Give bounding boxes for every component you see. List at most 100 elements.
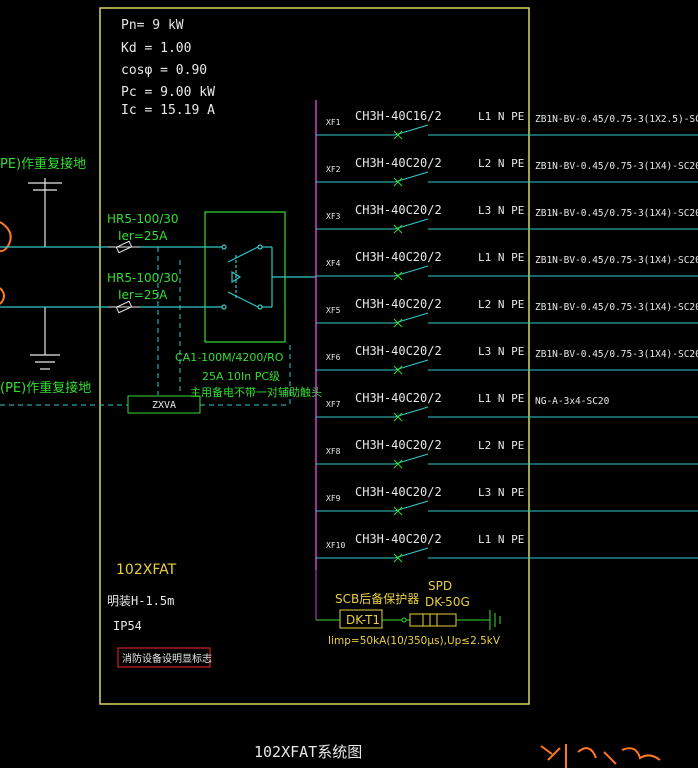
sign-text: 消防设备设明显标志 (122, 652, 212, 665)
circuit-cable: ZB1N-BV-0.45/0.75-3(1X4)-SC20 (535, 349, 698, 360)
circuit-cable: NG-A-3x4-SC20 (535, 396, 610, 407)
sign-box (117, 647, 211, 668)
circuit-cable: ZB1N-BV-0.45/0.75-3(1X4)-SC20 (535, 208, 698, 219)
circuit-row: XF7 CH3H-40C20/2 L1 N PE NG-A-3x4-SC20 (316, 391, 698, 422)
circuit-breaker: CH3H-40C20/2 (355, 203, 442, 217)
breaker-mark (393, 553, 403, 563)
circuit-id: XF3 (326, 212, 341, 221)
circuit-breaker: CH3H-40C20/2 (355, 391, 442, 405)
circuit-id: XF4 (326, 259, 341, 268)
breaker-mark (393, 459, 403, 469)
breaker-mark (393, 177, 403, 187)
param-pc: Pc = 9.00 kW (121, 85, 215, 100)
circuit-switch-blade (394, 312, 429, 324)
fuse-icon (108, 240, 140, 254)
breaker-mark (393, 412, 403, 422)
circuit-breaker: CH3H-40C20/2 (355, 532, 442, 546)
breaker-mark (393, 130, 403, 140)
panel-ip: IP54 (113, 619, 142, 633)
circuit-id: XF7 (326, 400, 341, 409)
ats-switch-icon (205, 244, 316, 310)
circuit-phase: L3 N PE (478, 204, 524, 217)
circuit-id: XF5 (326, 306, 341, 315)
circuit-id: XF1 (326, 118, 341, 127)
circuit-breaker: CH3H-40C20/2 (355, 297, 442, 311)
circuit-id: XF6 (326, 353, 341, 362)
breaker-mark (393, 224, 403, 234)
circuit-switch-blade (394, 453, 429, 465)
param-kd: Kd = 1.00 (121, 41, 191, 56)
fuse-icon (108, 300, 140, 314)
spd-wiring (315, 570, 501, 630)
circuit-phase: L2 N PE (478, 439, 524, 452)
spd-label: SPD (428, 579, 452, 593)
ats-rating: 25A 10In PC级 (202, 370, 280, 383)
param-cosphi: cosφ = 0.90 (121, 63, 207, 78)
breaker2-rating: Ier=25A (118, 288, 168, 302)
circuit-switch-blade (394, 547, 429, 559)
circuit-id: XF8 (326, 447, 341, 456)
circuit-row: XF8 CH3H-40C20/2 L2 N PE (316, 438, 698, 469)
pe-ground-top: PE)作重复接地 (0, 156, 86, 172)
annotation-mark-bottom (0, 287, 5, 305)
scb-box-label: DK-T1 (346, 613, 380, 627)
circuit-phase: L2 N PE (478, 157, 524, 170)
circuit-row: XF10 CH3H-40C20/2 L1 N PE (316, 532, 698, 563)
incoming-lines (0, 246, 205, 308)
panel-name: 102XFAT (116, 562, 177, 578)
ground-symbol-bottom (30, 307, 60, 370)
control-dashed-lines (0, 247, 291, 406)
circuit-phase: L3 N PE (478, 486, 524, 499)
circuit-row: XF6 CH3H-40C20/2 L3 N PE ZB1N-BV-0.45/0.75-… (316, 344, 698, 375)
diagram-caption: 102XFAT系统图 (254, 743, 362, 761)
circuit-breaker: CH3H-40C20/2 (355, 485, 442, 499)
circuit-phase: L1 N PE (478, 392, 524, 405)
circuit-row: XF9 CH3H-40C20/2 L3 N PE (316, 485, 698, 516)
circuit-cable: ZB1N-BV-0.45/0.75-3(1X4)-SC20 (535, 302, 698, 313)
circuit-switch-blade (394, 171, 429, 183)
spd-spec: Iimp=50kA(10/350μs),Up≤2.5kV (328, 635, 501, 647)
circuit-cable: ZB1N-BV-0.45/0.75-3(1X4)-SC20 (535, 255, 698, 266)
circuit-switch-blade (394, 218, 429, 230)
spd-model: DK-50G (425, 595, 470, 609)
breaker-mark (393, 506, 403, 516)
circuit-id: XF9 (326, 494, 341, 503)
breaker2-model: HR5-100/30 (107, 271, 179, 285)
annotation-mark-top (0, 221, 12, 253)
zxva-box (127, 395, 201, 414)
breaker-mark (393, 271, 403, 281)
panel-mount: 明装H-1.5m (107, 594, 174, 608)
zxva-label: ZXVA (152, 400, 176, 411)
circuit-phase: L1 N PE (478, 110, 524, 123)
scb-label: SCB后备保护器 (335, 592, 419, 606)
circuit-cable: ZB1N-BV-0.45/0.75-3(1X4)-SC20 (535, 161, 698, 172)
param-ic: Ic = 15.19 A (121, 103, 215, 118)
circuit-phase: L3 N PE (478, 345, 524, 358)
circuit-switch-blade (394, 124, 429, 136)
circuit-switch-blade (394, 500, 429, 512)
panel-frame (99, 7, 530, 705)
circuit-breaker: CH3H-40C20/2 (355, 344, 442, 358)
circuit-id: XF2 (326, 165, 341, 174)
breaker1-rating: Ier=25A (118, 229, 168, 243)
ground-symbol-top (28, 178, 62, 247)
circuit-switch-blade (394, 359, 429, 371)
ats-model: CA1-100M/4200/RO (175, 351, 284, 364)
circuit-breaker: CH3H-40C20/2 (355, 250, 442, 264)
circuit-row: XF3 CH3H-40C20/2 L3 N PE ZB1N-BV-0.45/0.75-… (316, 203, 698, 234)
breaker1-model: HR5-100/30 (107, 212, 179, 226)
circuit-id: XF10 (326, 541, 345, 550)
breaker-mark (393, 318, 403, 328)
circuit-phase: L1 N PE (478, 533, 524, 546)
scb-box (339, 609, 383, 629)
pe-ground-bottom: (PE)作重复接地 (0, 380, 91, 396)
breaker-mark (393, 365, 403, 375)
circuit-breaker: CH3H-40C20/2 (355, 438, 442, 452)
circuit-switch-blade (394, 265, 429, 277)
